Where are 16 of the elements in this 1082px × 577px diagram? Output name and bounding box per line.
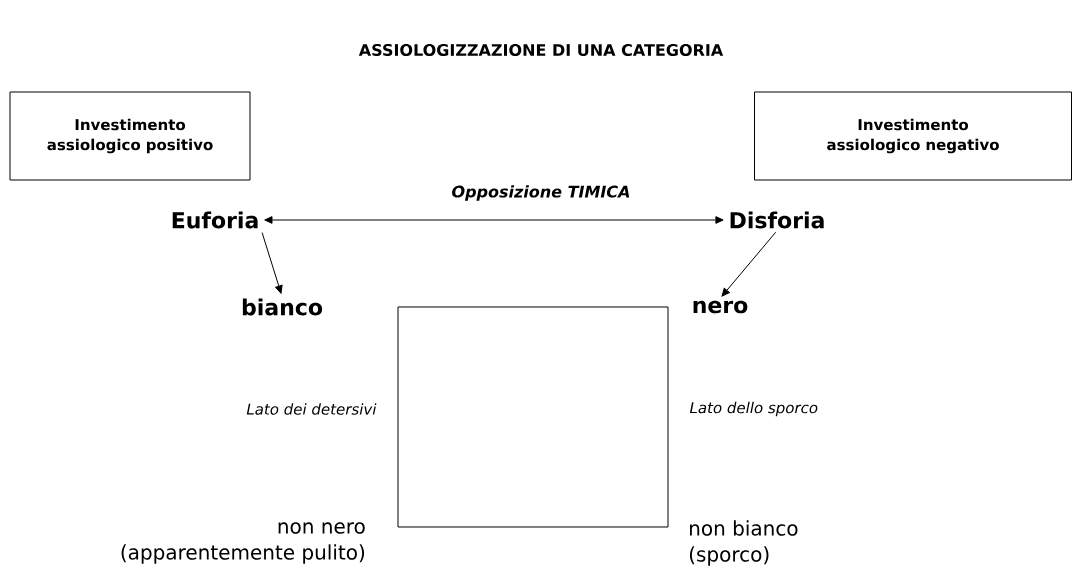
term-label: non nero (apparentemente pulito) [121, 522, 365, 564]
semiotic-square [397, 306, 669, 528]
arrow [264, 216, 724, 224]
term-label: Disforia [730, 211, 824, 229]
term-label: non bianco (sporco) [689, 520, 798, 566]
term-label: Euforia [172, 211, 258, 229]
title: ASSIOLOGIZZAZIONE DI UNA CATEGORIA [358, 43, 724, 57]
side-label: Lato dei detersivi [246, 403, 377, 415]
concept-box: Investimento assiologico negativo [754, 91, 1072, 181]
term-label: nero [693, 300, 748, 314]
term-label: bianco [242, 298, 323, 316]
side-label: Lato dello sporco [689, 401, 818, 417]
concept-box: Investimento assiologico positivo [9, 91, 251, 181]
edge-label: Opposizione TIMICA [450, 184, 632, 202]
arrow [261, 232, 283, 294]
arrow [721, 231, 777, 297]
